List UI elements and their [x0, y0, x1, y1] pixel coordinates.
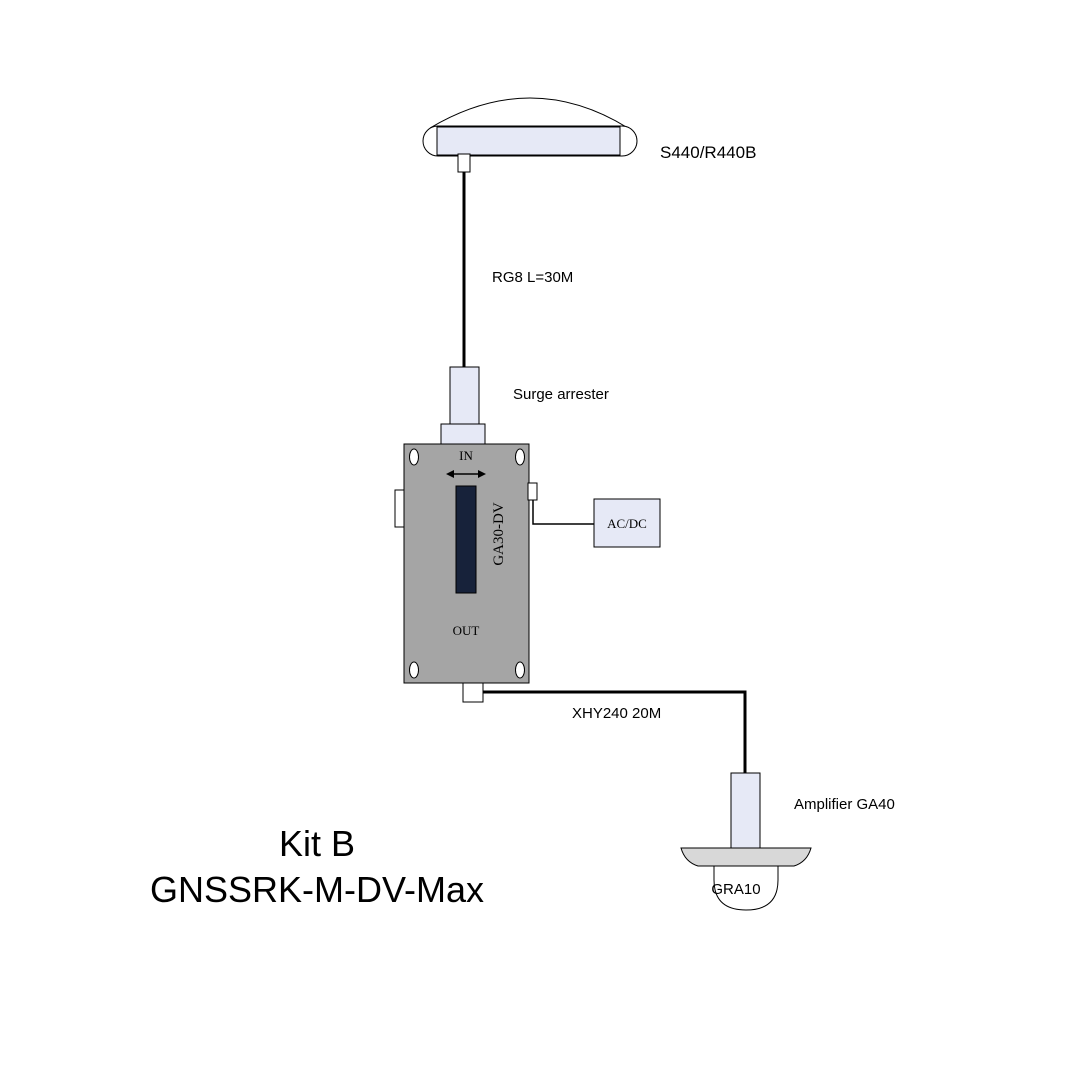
cable-bottom-label: XHY240 20M	[572, 705, 661, 722]
cable-top-label: RG8 L=30M	[492, 269, 573, 286]
amplifier-ga40-body	[730, 772, 761, 849]
acdc-adapter	[593, 498, 661, 548]
gra10-base	[680, 847, 812, 867]
surge-arrester	[440, 366, 486, 445]
device-model-label: GA30-DV	[491, 502, 507, 565]
antenna-label: S440/R440B	[660, 143, 756, 162]
antenna-unit	[422, 97, 638, 173]
mount-hole-top-right	[515, 448, 525, 466]
gra10-antenna	[680, 772, 812, 911]
surge-arrester-body	[449, 366, 480, 425]
device-out-label: OUT	[453, 623, 480, 638]
device-display	[455, 485, 477, 594]
kit-title: Kit B	[279, 823, 355, 864]
surge-arrester-base	[440, 423, 486, 445]
device-in-label: IN	[459, 448, 473, 463]
device-power-port	[527, 482, 538, 501]
in-double-arrow-icon	[446, 470, 486, 478]
device-side-tab	[394, 489, 405, 528]
amplifier-label: Amplifier GA40	[794, 796, 895, 813]
acdc-label: AC/DC	[607, 516, 647, 531]
kit-subtitle: GNSSRK-M-DV-Max	[150, 869, 484, 910]
mount-hole-bottom-left	[409, 661, 419, 679]
device-out-port	[462, 682, 484, 703]
power-cable	[532, 500, 594, 525]
antenna-panel	[436, 126, 621, 156]
gra10-label: GRA10	[711, 881, 760, 898]
antenna-dome-arc	[429, 97, 629, 129]
ga30-device: IN GA30-DV OUT	[394, 443, 538, 703]
cable-xhy240	[483, 690, 747, 773]
mount-hole-bottom-right	[515, 661, 525, 679]
gra10-dome	[713, 866, 779, 911]
mount-hole-top-left	[409, 448, 419, 466]
antenna-connector	[457, 153, 471, 173]
surge-arrester-label: Surge arrester	[513, 386, 609, 403]
